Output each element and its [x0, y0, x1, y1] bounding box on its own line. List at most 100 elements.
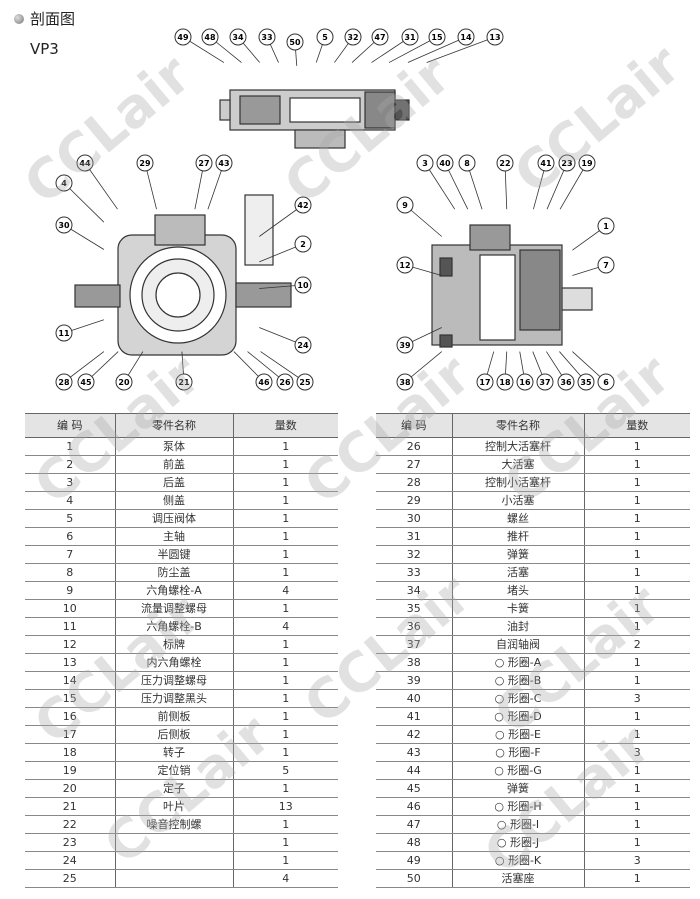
- callout-right: 35: [559, 351, 595, 391]
- part-qty: 1: [584, 437, 690, 456]
- callout-top: 14: [407, 28, 475, 63]
- callout-number: 1: [603, 222, 609, 231]
- callout-top: 32: [334, 28, 362, 63]
- part-code: 41: [376, 707, 452, 726]
- callout-left: 44: [76, 154, 118, 210]
- callout-right: 6: [572, 351, 615, 391]
- part-name: 活塞座: [451, 869, 585, 888]
- part-qty: 1: [233, 743, 338, 762]
- part-code: 13: [25, 653, 115, 672]
- callout-number: 31: [404, 33, 416, 42]
- part-code: 32: [376, 545, 452, 564]
- part-name: ○ 形圈-D: [451, 707, 585, 726]
- callout-right: 37: [532, 351, 554, 391]
- part-name: 控制小活塞杆: [451, 473, 585, 492]
- callout-right: 36: [546, 351, 575, 391]
- part-qty: 1: [233, 707, 338, 726]
- callout-number: 11: [58, 329, 70, 338]
- part-name: ○ 形圈-I: [451, 815, 585, 834]
- part-code: 34: [376, 581, 452, 600]
- part-code: 29: [376, 491, 452, 510]
- callout-left: 42: [259, 196, 312, 237]
- callout-right: 3: [416, 154, 456, 210]
- part-code: 48: [376, 833, 452, 852]
- col-header-qty: 量数: [584, 413, 690, 438]
- part-name: 后侧板: [114, 725, 234, 744]
- callout-number: 24: [297, 341, 309, 350]
- part-code: 7: [25, 545, 115, 564]
- part-name: 泵体: [114, 437, 234, 456]
- part-name: ○ 形圈-E: [451, 725, 585, 744]
- part-name: 定子: [114, 779, 234, 798]
- part-qty: 5: [233, 761, 338, 780]
- callout-right: 16: [516, 351, 534, 391]
- callout-left: 2: [259, 235, 312, 263]
- callout-number: 27: [198, 159, 209, 168]
- callout-left: 20: [115, 351, 144, 391]
- part-name: 定位销: [114, 761, 234, 780]
- part-qty: 1: [584, 491, 690, 510]
- callout-number: 10: [297, 281, 309, 290]
- callout-number: 15: [431, 33, 443, 42]
- callout-right: 40: [436, 154, 469, 210]
- callout-left: 21: [175, 351, 193, 391]
- callout-number: 17: [479, 378, 490, 387]
- part-code: 8: [25, 563, 115, 582]
- part-name: ○ 形圈-G: [451, 761, 585, 780]
- callout-number: 18: [499, 378, 511, 387]
- part-code: 1: [25, 437, 115, 456]
- callout-left: 10: [259, 276, 312, 294]
- part-qty: 4: [233, 581, 338, 600]
- part-qty: 1: [233, 689, 338, 708]
- callout-right: 1: [572, 217, 615, 251]
- part-qty: 1: [584, 617, 690, 636]
- part-name: 螺丝: [451, 509, 585, 528]
- part-qty: 3: [584, 743, 690, 762]
- callout-number: 20: [118, 378, 130, 387]
- part-qty: 1: [233, 635, 338, 654]
- part-name: 侧盖: [114, 491, 234, 510]
- callout-top: 50: [286, 33, 304, 66]
- part-code: 22: [25, 815, 115, 834]
- part-name: 半圆键: [114, 545, 234, 564]
- callout-left: 43: [207, 154, 233, 210]
- part-code: 19: [25, 761, 115, 780]
- part-code: 14: [25, 671, 115, 690]
- callout-number: 14: [460, 33, 472, 42]
- part-name: 活塞: [451, 563, 585, 582]
- part-qty: 4: [233, 617, 338, 636]
- part-code: 44: [376, 761, 452, 780]
- callout-right: 41: [533, 154, 555, 210]
- part-code: 12: [25, 635, 115, 654]
- part-code: 38: [376, 653, 452, 672]
- part-code: 5: [25, 509, 115, 528]
- part-code: 18: [25, 743, 115, 762]
- part-name: 主轴: [114, 527, 234, 546]
- part-code: 15: [25, 689, 115, 708]
- part-name: ○ 形圈-F: [451, 743, 585, 762]
- callout-left: 30: [55, 216, 105, 250]
- part-code: 23: [25, 833, 115, 852]
- callout-number: 22: [499, 159, 510, 168]
- part-name: 自润轴阀: [451, 635, 585, 654]
- callout-right: 39: [396, 327, 442, 354]
- part-qty: 1: [233, 833, 338, 852]
- right-pump-drawing: [431, 224, 593, 348]
- part-qty: 1: [233, 599, 338, 618]
- part-name: ○ 形圈-A: [451, 653, 585, 672]
- part-qty: 1: [584, 671, 690, 690]
- part-name: 小活塞: [451, 491, 585, 510]
- part-qty: 4: [233, 869, 338, 888]
- callout-top: 47: [351, 28, 389, 63]
- callout-number: 12: [399, 261, 410, 270]
